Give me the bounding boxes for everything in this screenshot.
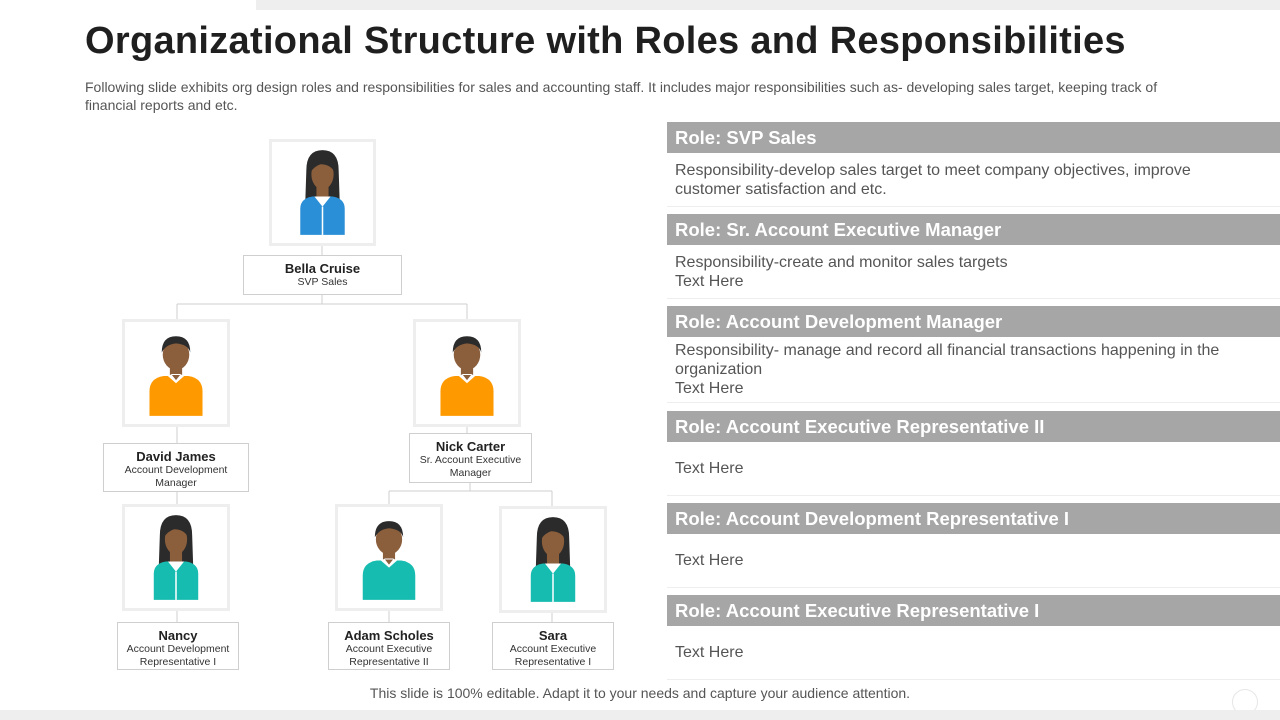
female-avatar-icon [125, 507, 227, 608]
person-photo [335, 504, 443, 611]
responsibility-line: Responsibility- manage and record all fi… [675, 342, 1220, 378]
role-responsibility: Responsibility-develop sales target to m… [667, 153, 1280, 207]
role-header: Role: SVP Sales [667, 122, 1280, 153]
person-photo [122, 319, 230, 427]
person-role: Sr. Account Executive Manager [419, 454, 522, 479]
page-title: Organizational Structure with Roles and … [85, 20, 1126, 62]
role-header: Role: Account Development Representative… [667, 503, 1280, 534]
person-name: David James [136, 449, 216, 464]
female-avatar-icon [502, 509, 604, 610]
person-name: Bella Cruise [284, 261, 361, 276]
role-responsibility: Text Here [667, 626, 1280, 680]
bottom-decor-strip [0, 710, 1280, 720]
responsibility-line: Text Here [675, 272, 744, 290]
footer-note: This slide is 100% editable. Adapt it to… [369, 685, 911, 701]
top-decor-strip [0, 0, 1280, 10]
person-name: Nick Carter [435, 439, 506, 454]
person-role: Account Executive Representative II [345, 643, 433, 668]
male-avatar-icon [416, 322, 518, 424]
role-responsibility: Text Here [667, 442, 1280, 496]
person-name: Sara [538, 628, 568, 643]
responsibility-line: Text Here [675, 460, 744, 477]
role-responsibility: Text Here [667, 534, 1280, 588]
responsibility-line: Text Here [675, 644, 744, 661]
role-header: Role: Account Executive Representative I… [667, 411, 1280, 442]
person-role: Account Development Representative I [126, 643, 230, 668]
responsibility-line: Responsibility-create and monitor sales … [675, 253, 1008, 271]
person-photo [269, 139, 376, 246]
person-role: SVP Sales [297, 276, 348, 288]
person-role: Account Executive Representative I [509, 643, 597, 668]
person-photo [413, 319, 521, 427]
female-avatar-icon [272, 142, 373, 243]
responsibility-line: Text Here [675, 380, 744, 397]
person-name: Adam Scholes [344, 628, 434, 643]
responsibility-line: Responsibility-develop sales target to m… [675, 161, 1191, 198]
responsibility-line: Text Here [675, 552, 744, 569]
male-avatar-icon [125, 322, 227, 424]
role-header: Role: Sr. Account Executive Manager [667, 214, 1280, 245]
role-header: Role: Account Executive Representative I [667, 595, 1280, 626]
role-responsibility: Responsibility-create and monitor sales … [667, 245, 1280, 299]
person-role: Account Development Manager [124, 464, 228, 489]
person-photo [122, 504, 230, 611]
role-responsibility: Responsibility- manage and record all fi… [667, 337, 1280, 403]
person-photo [499, 506, 607, 613]
male-avatar-icon [338, 507, 440, 608]
person-name: Nancy [158, 628, 198, 643]
role-header: Role: Account Development Manager [667, 306, 1280, 337]
page-subtitle: Following slide exhibits org design role… [85, 79, 1158, 113]
